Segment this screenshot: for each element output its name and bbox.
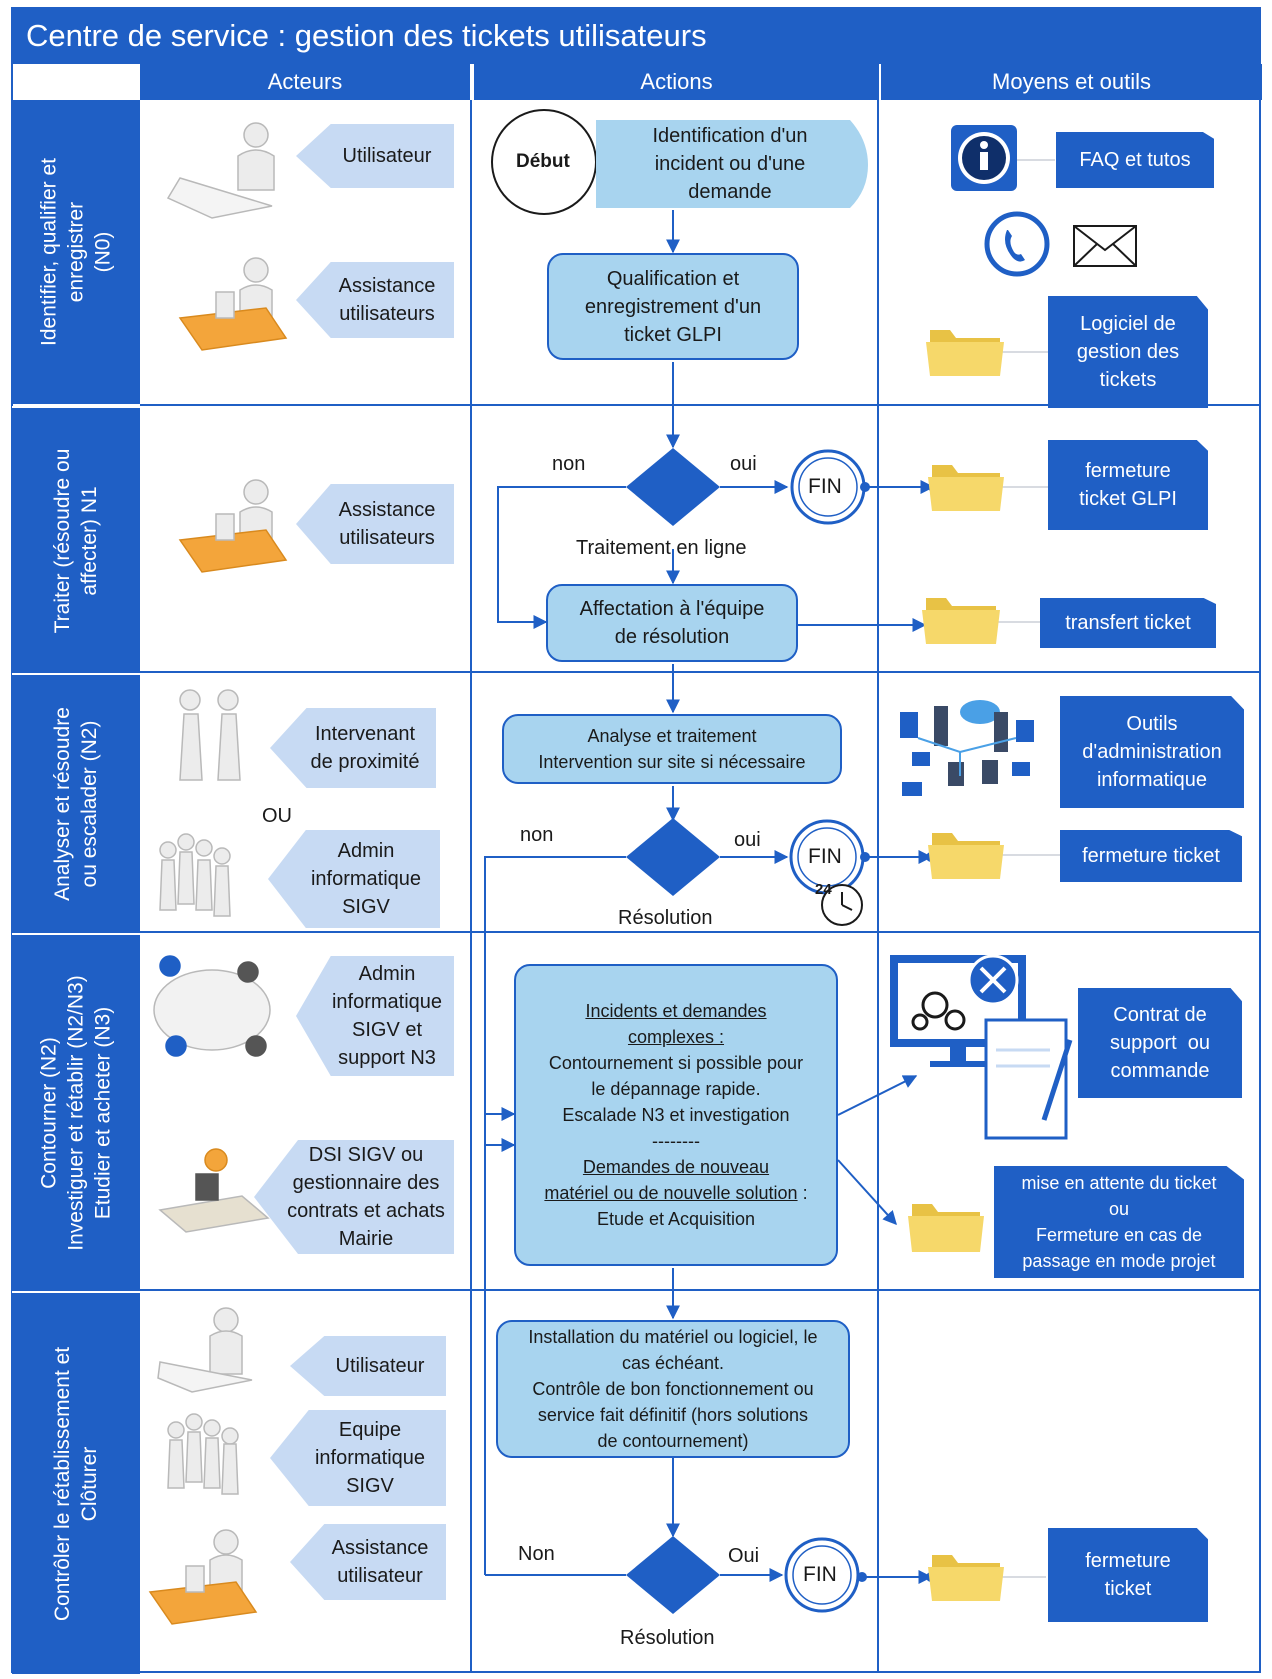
lane-n2: Analyser et résoudre ou escalader (N2) — [12, 673, 140, 933]
decision-diamond — [626, 448, 720, 526]
lane-n3: Contourner (N2) Investiguer et rétablir … — [12, 933, 140, 1291]
user-desk-icon — [157, 1307, 253, 1393]
identification-label: Identification d'un incident ou d'une de… — [652, 125, 808, 203]
lane-label: Analyser et résoudre ou escalader (N2) — [51, 707, 101, 901]
actor-utilisateur: Utilisateur — [296, 124, 454, 188]
start-label: Début — [516, 151, 570, 172]
actor-utilisateur: Utilisateur — [290, 1336, 446, 1396]
tool-close-glpi: fermeture ticket GLPI — [1048, 440, 1208, 530]
new-title: Demandes de nouveau matériel ou de nouve… — [544, 1157, 798, 1203]
tool-admin: Outils d'administration informatique — [1060, 696, 1244, 808]
folder-icon — [928, 465, 1004, 511]
folder-icon — [922, 598, 1000, 644]
user-desk-icon — [166, 122, 275, 219]
folder-icon — [908, 1204, 984, 1252]
column-header-tools: Moyens et outils — [879, 64, 1262, 100]
clock-label: 24 — [815, 881, 832, 898]
clock-icon — [821, 884, 863, 926]
process-install: Installation du matériel ou logiciel, le… — [496, 1320, 850, 1458]
lane-label: Traiter (résoudre ou affecter) N1 — [51, 448, 101, 633]
tool-close: fermeture ticket — [1060, 830, 1242, 882]
info-icon — [951, 125, 1017, 191]
process-complex: Incidents et demandes complexes : Contou… — [514, 964, 838, 1266]
user-desk-icon — [178, 479, 288, 573]
tool-close-final: fermeture ticket — [1048, 1528, 1208, 1622]
end-label: FIN — [808, 845, 842, 868]
branch-no: non — [552, 453, 586, 475]
user-desk-icon — [148, 1529, 258, 1625]
complex-body: Contournement si possible pour le dépann… — [548, 1053, 804, 1151]
decision-label: Résolution — [620, 1627, 715, 1649]
branch-yes: oui — [734, 829, 761, 851]
tool-faq: FAQ et tutos — [1056, 132, 1214, 188]
new-colon: : — [797, 1183, 808, 1203]
column-header-actions: Actions — [472, 64, 879, 100]
actor-admin-n3: Admin informatique SIGV et support N3 — [296, 956, 454, 1076]
lane-close: Contrôler le rétablissement et Clôturer — [12, 1291, 140, 1674]
actor-admin: Admin informatique SIGV — [268, 830, 440, 928]
actor-equipe: Equipe informatique SIGV — [270, 1410, 446, 1506]
identification-shape — [596, 120, 868, 208]
tool-waiting: mise en attente du ticket ou Fermeture e… — [994, 1166, 1244, 1278]
user-desk-icon — [158, 1148, 270, 1233]
process-affectation: Affectation à l'équipe de résolution — [546, 584, 798, 662]
tool-logiciel: Logiciel de gestion des tickets — [1048, 296, 1208, 408]
new-request: Demandes de nouveau matériel ou de nouve… — [544, 1154, 807, 1206]
user-desk-icon — [178, 257, 288, 351]
meeting-icon — [153, 955, 271, 1057]
lane-n1: Traiter (résoudre ou affecter) N1 — [12, 406, 140, 673]
branch-yes: oui — [730, 453, 757, 475]
actor-assistance: Assistance utilisateurs — [296, 484, 454, 564]
decision-label: Résolution — [618, 907, 713, 929]
team-icon — [159, 833, 231, 917]
folder-icon — [928, 1555, 1004, 1601]
new-body: Etude et Acquisition — [596, 1209, 756, 1229]
tool-transfer: transfert ticket — [1040, 598, 1216, 648]
tool-contract: Contrat de support ou commande — [1078, 988, 1242, 1098]
branch-no: non — [520, 824, 554, 846]
actor-assistance: Assistance utilisateur — [290, 1524, 446, 1600]
end-label: FIN — [808, 475, 842, 498]
branch-no: Non — [518, 1543, 555, 1565]
process-qualification: Qualification et enregistrement d'un tic… — [547, 253, 799, 360]
handshake-icon — [179, 689, 241, 781]
branch-yes: Oui — [728, 1545, 760, 1567]
mail-icon — [1073, 225, 1137, 267]
folder-icon — [928, 833, 1004, 879]
complex-title: Incidents et demandes complexes : — [585, 1001, 767, 1047]
end-label: FIN — [803, 1563, 837, 1586]
decision-diamond — [626, 1536, 720, 1614]
decision-diamond — [626, 818, 720, 896]
or-label: OU — [262, 805, 292, 827]
actor-assistance: Assistance utilisateurs — [296, 262, 454, 338]
lane-label: Contourner (N2) Investiguer et rétablir … — [37, 975, 115, 1251]
page-title: Centre de service : gestion des tickets … — [12, 8, 1260, 64]
network-icon — [900, 700, 1034, 796]
lane-n0: Identifier, qualifier et enregistrer (N0… — [12, 100, 140, 404]
lane-label: Contrôler le rétablissement et Clôturer — [51, 1346, 101, 1621]
actor-intervenant: Intervenant de proximité — [270, 708, 436, 788]
folder-icon — [926, 330, 1004, 376]
phone-icon — [984, 211, 1050, 277]
lane-label: Identifier, qualifier et enregistrer (N0… — [37, 158, 115, 346]
column-header-actors: Acteurs — [140, 64, 470, 100]
document-icon — [984, 1018, 1073, 1140]
process-analyse: Analyse et traitement Intervention sur s… — [502, 714, 842, 784]
team-icon — [167, 1413, 239, 1495]
actor-dsi: DSI SIGV ou gestionnaire des contrats et… — [254, 1140, 454, 1254]
decision-label: Traitement en ligne — [576, 537, 747, 559]
